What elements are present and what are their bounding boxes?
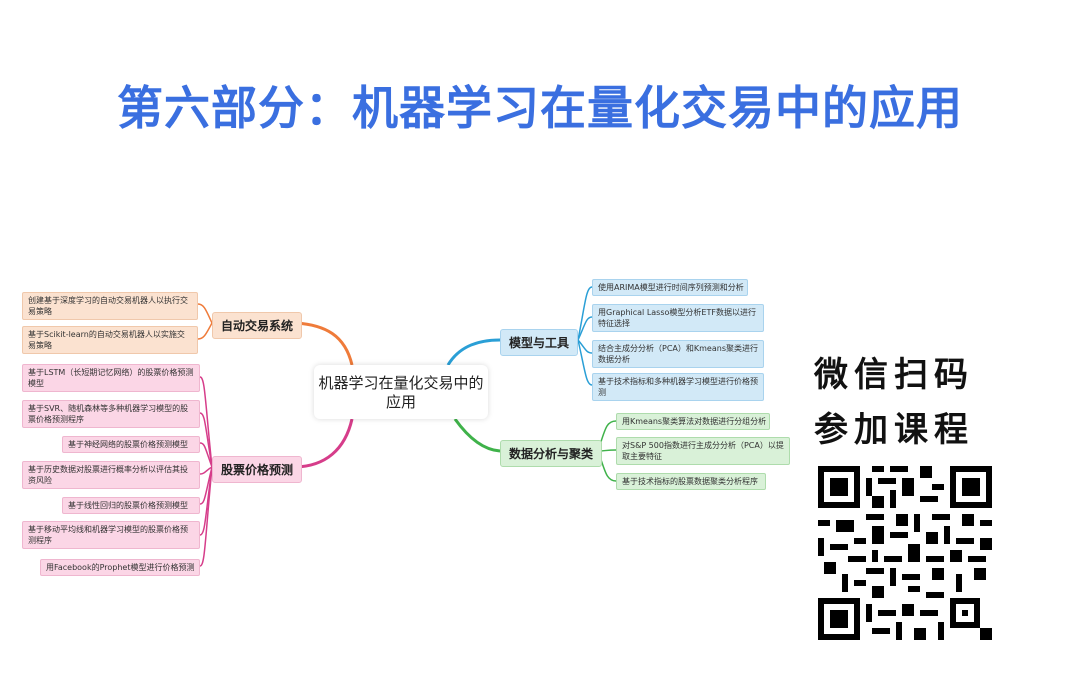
qr-caption-line2: 参加课程 — [814, 410, 974, 450]
node-data-1: 用Kmeans聚类算法对数据进行分组分析 — [616, 413, 770, 430]
node-price-3: 基于神经网络的股票价格预测模型 — [62, 436, 200, 453]
branch-models-tools: 模型与工具 — [500, 329, 579, 356]
qr-code-icon — [818, 466, 992, 640]
branch-data-clustering: 数据分析与聚类 — [500, 440, 603, 467]
node-price-7: 用Facebook的Prophet模型进行价格预测 — [40, 559, 200, 576]
mindmap-center-node: 机器学习在量化交易中的应用 — [314, 365, 488, 419]
node-auto-2: 基于Scikit-learn的自动交易机器人以实施交易策略 — [22, 326, 198, 354]
node-price-6: 基于移动平均线和机器学习模型的股票价格预测程序 — [22, 521, 200, 549]
page-title: 第六部分：机器学习在量化交易中的应用 — [117, 81, 963, 135]
node-price-4: 基于历史数据对股票进行概率分析以评估其投资风险 — [22, 461, 200, 489]
node-data-2: 对S&P 500指数进行主成分分析（PCA）以提取主要特征 — [616, 437, 790, 465]
branch-auto-trading: 自动交易系统 — [212, 312, 303, 339]
qr-caption-line1: 微信扫码 — [814, 355, 974, 395]
branch-price-prediction: 股票价格预测 — [212, 456, 303, 483]
node-auto-1: 创建基于深度学习的自动交易机器人以执行交易策略 — [22, 292, 198, 320]
node-data-3: 基于技术指标的股票数据聚类分析程序 — [616, 473, 766, 490]
node-price-2: 基于SVR、随机森林等多种机器学习模型的股票价格预测程序 — [22, 400, 200, 428]
node-model-3: 结合主成分分析（PCA）和Kmeans聚类进行数据分析 — [592, 340, 764, 368]
node-price-1: 基于LSTM（长短期记忆网络）的股票价格预测模型 — [22, 364, 200, 392]
node-model-1: 使用ARIMA模型进行时间序列预测和分析 — [592, 279, 748, 296]
node-model-4: 基于技术指标和多种机器学习模型进行价格预测 — [592, 373, 764, 401]
node-price-5: 基于线性回归的股票价格预测模型 — [62, 497, 200, 514]
node-model-2: 用Graphical Lasso模型分析ETF数据以进行特征选择 — [592, 304, 764, 332]
